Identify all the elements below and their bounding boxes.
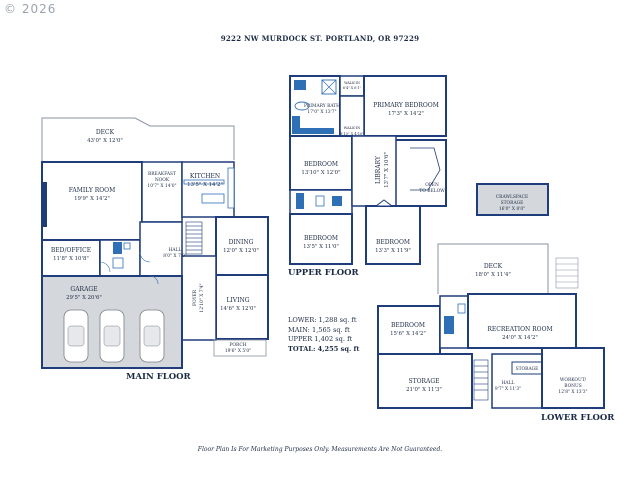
lower-floor-title: LOWER FLOOR [541,413,615,423]
porch-label: PORCH [229,343,246,348]
walk-in-2-dims: 8'10" X 4'10" [340,132,364,136]
main-floor-title: MAIN FLOOR [126,372,191,382]
sqft-upper: UPPER 1,402 sq. ft [288,335,353,343]
walk-in-2-label: WALK-IN [344,126,361,130]
bed-office-label: BED/OFFICE [51,247,91,254]
library-label: LIBRARY [375,155,382,184]
living-label: LIVING [226,297,249,304]
dining-dims: 12'0" X 12'0" [223,248,259,254]
lower-floor-plan [377,243,605,409]
deck-lower-dims: 18'0" X 11'4" [475,272,511,278]
sqft-total: TOTAL: 4,255 sq. ft [288,344,360,353]
primary-bath-label: PRIMARY BATH [304,104,340,109]
deck-main-label: DECK [96,129,115,136]
crawlspace-label-2: STORAGE [501,201,524,206]
bedroom-lower-label: BEDROOM [391,322,425,329]
crawlspace-dims: 16'0" X 8'0" [499,207,525,212]
kitchen-dims: 13'5" X 14'2" [187,182,223,188]
recreation-room-dims: 24'0" X 14'2" [502,335,538,341]
copyright-watermark: © 2026 [4,2,57,16]
family-room-dims: 19'9" X 14'2" [74,196,110,202]
property-address: 9222 NW MURDOCK ST. PORTLAND, OR 97229 [220,34,420,43]
foyer-dims: 12'10" X 7'4" [200,283,205,312]
walk-in-1-label: WALK-IN [344,81,360,85]
workout-label: WORKOUT/ [560,378,587,383]
family-room-area [41,161,143,241]
storage-big-dims: 21'0" X 11'3" [406,387,442,393]
foyer-label: FOYER [193,289,198,306]
bedroom-u3-label: BEDROOM [376,239,410,246]
library-dims: 13'7" X 10'6" [384,152,390,188]
hall-lower-label: HALL [502,381,515,386]
workout-label-2: BONUS [564,384,581,389]
main-deck-outline [41,117,235,162]
porch-dims: 19'6" X 5'0" [225,349,251,354]
hall-lower-dims: 9'7" X 11'3" [495,387,521,392]
living-dims: 14'6" X 12'0" [220,306,256,312]
kitchen-label: KITCHEN [190,173,220,180]
bedroom-u2-dims: 13'5" X 11'0" [303,244,339,250]
crawlspace-label: CRAWLSPACE [496,195,528,200]
sqft-lower: LOWER: 1,288 sq. ft [288,316,357,324]
hall-main-dims: 8'0" X 7'9" [163,254,187,259]
primary-bedroom-label: PRIMARY BEDROOM [373,102,439,109]
storage-big-label: STORAGE [408,378,439,385]
workout-dims: 12'8" X 13'3" [558,390,587,395]
main-floor-plan [41,117,269,369]
breakfast-dims: 10'7" X 14'0" [147,184,176,189]
deck-lower-label: DECK [484,263,503,270]
bedroom-u2-label: BEDROOM [304,235,338,242]
storage-small-label: STORAGE [516,367,539,372]
walk-in-1-dims: 6'4" X 6'1" [343,86,362,90]
bed-office-dims: 11'8" X 10'8" [53,256,89,262]
upper-floor-plan [289,75,447,265]
upper-floor-title: UPPER FLOOR [288,268,359,278]
dining-label: DINING [229,239,254,246]
garage-dims: 29'5" X 20'6" [66,295,102,301]
square-footage-summary: LOWER: 1,288 sq. ft MAIN: 1,565 sq. ft U… [288,316,359,354]
sqft-main: MAIN: 1,565 sq. ft [288,325,350,334]
deck-main-dims: 43'0" X 12'0" [87,138,123,144]
primary-bedroom-dims: 17'3" X 14'2" [388,111,424,117]
crawlspace-storage-box [476,183,549,216]
family-room-label: FAMILY ROOM [69,187,115,194]
breakfast-label: BREAKFAST [148,172,176,177]
hall-main-label: HALL [169,248,182,253]
recreation-room-label: RECREATION ROOM [487,326,552,333]
bedroom-u3-dims: 13'3" X 11'9" [375,248,411,254]
bedroom-lower-dims: 15'6" X 14'2" [390,331,426,337]
bedroom-u1-label: BEDROOM [304,161,338,168]
marketing-disclaimer: Floor Plan Is For Marketing Purposes Onl… [197,446,443,453]
open-below-label: OPEN [425,183,439,188]
garage-label: GARAGE [70,286,97,293]
open-below-label-2: TO BELOW [419,189,445,194]
bedroom-u1-dims: 13'10" X 12'0" [301,170,340,176]
primary-bath-dims: 17'0" X 13'7" [307,110,336,115]
breakfast-label-2: NOOK [155,178,170,183]
